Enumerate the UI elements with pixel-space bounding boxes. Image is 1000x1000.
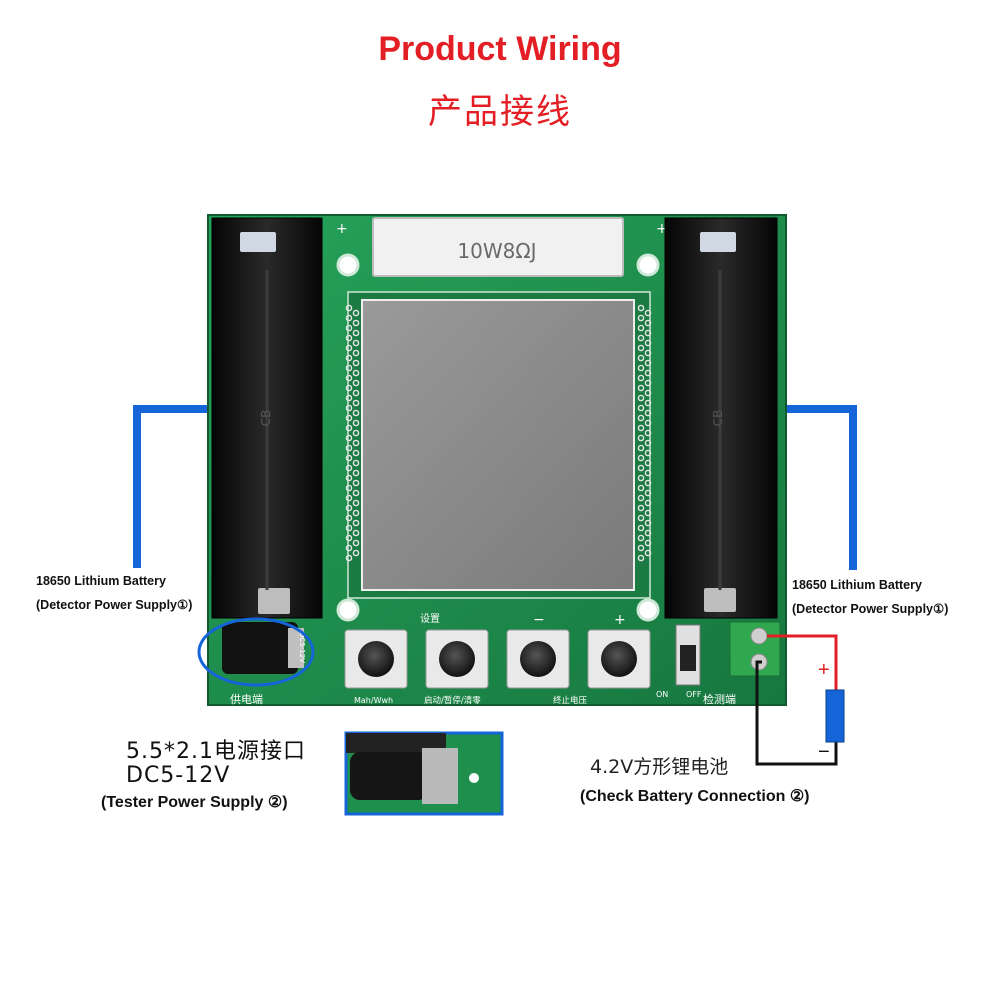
left-blue-wire — [133, 405, 214, 568]
check-battery-spec: 4.2V方形锂电池 — [590, 756, 729, 778]
right-battery-holder: CB — [664, 217, 778, 619]
dc-port-mark: DC5-12V — [298, 632, 306, 663]
resistor-label: 10W8ΩJ — [457, 239, 536, 263]
battery-minus-sign: − — [818, 741, 830, 763]
power-port-spec: 5.5*2.1电源接口 — [126, 739, 306, 764]
button-label-start: 启动/暂停/清零 — [424, 695, 481, 706]
switch-off-label: OFF — [686, 690, 702, 699]
button-cutoff-plus — [587, 629, 651, 689]
button-label-cutoff: 终止电压 — [553, 695, 588, 706]
lcd-pins-right — [637, 304, 652, 562]
left-battery-label-line2: (Detector Power Supply①) — [36, 598, 193, 612]
button-mah-wh — [344, 629, 408, 689]
button-start-pause — [425, 629, 489, 689]
black-wire — [755, 660, 838, 766]
power-port-voltage: DC5-12V — [126, 763, 231, 788]
dc-jack-inset-photo — [344, 731, 504, 816]
title-english: Product Wiring — [378, 30, 622, 68]
detect-port-label: 检测端 — [703, 692, 736, 706]
left-holder-mark: CB — [259, 410, 273, 427]
button-caption-minus: − — [533, 612, 545, 628]
right-battery-label-line1: 18650 Lithium Battery — [792, 578, 922, 592]
left-battery-label-line1: 18650 Lithium Battery — [36, 574, 166, 588]
right-holder-mark: CB — [711, 410, 725, 427]
power-port-caption: (Tester Power Supply ②) — [101, 794, 288, 811]
button-label-mah: Mah/Wwh — [354, 696, 393, 705]
power-port-label: 供电端 — [230, 692, 263, 706]
right-blue-wire — [780, 405, 857, 570]
lipo-battery-icon — [825, 689, 845, 743]
button-caption-plus: + — [614, 612, 626, 628]
lcd-pins-left — [345, 304, 360, 562]
title-chinese: 产品接线 — [428, 92, 572, 132]
switch-on-label: ON — [656, 690, 668, 699]
svg-text:+: + — [336, 221, 348, 237]
power-port-highlight — [197, 617, 315, 687]
check-battery-caption: (Check Battery Connection ②) — [580, 788, 810, 805]
right-battery-label-line2: (Detector Power Supply①) — [792, 602, 949, 616]
button-caption-settings: 设置 — [420, 613, 440, 625]
battery-plus-sign: + — [818, 659, 830, 681]
button-cutoff-minus — [506, 629, 570, 689]
left-battery-holder: CB — [211, 217, 323, 619]
svg-text:+: + — [656, 221, 668, 237]
red-wire — [767, 634, 838, 690]
